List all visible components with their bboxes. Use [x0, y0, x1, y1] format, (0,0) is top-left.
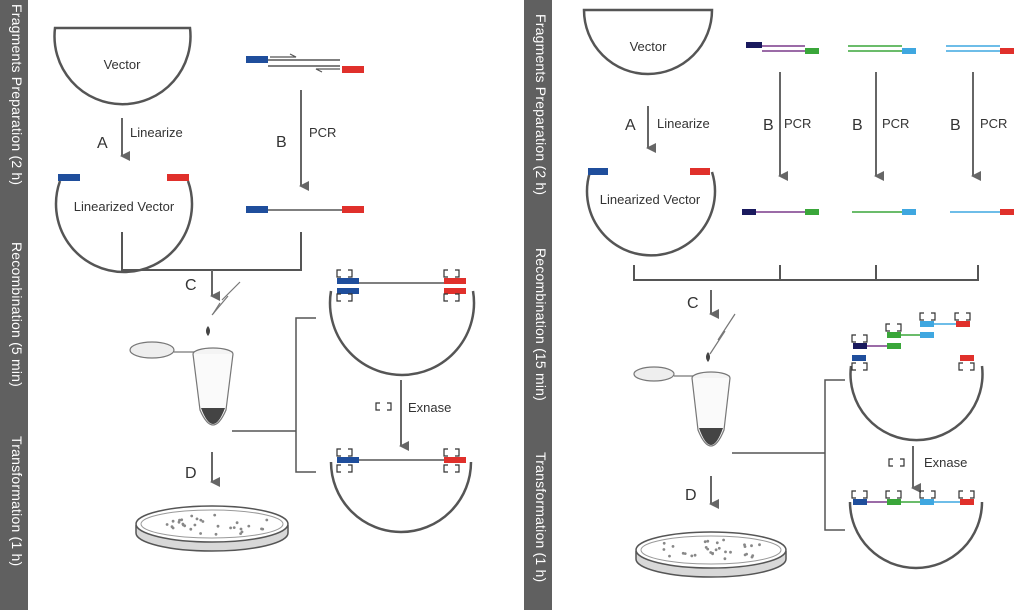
colony-dot	[724, 550, 727, 554]
colony-dot	[723, 557, 727, 561]
linearize-label-multi: Linearize	[657, 116, 710, 131]
pcr-template-2	[848, 45, 916, 54]
colony-dot	[743, 553, 747, 557]
step-a-label: A	[97, 135, 108, 152]
colony-dot	[235, 521, 239, 525]
step-c-label-multi: C	[687, 295, 699, 312]
colonies	[165, 513, 761, 561]
colony-dot	[261, 527, 265, 531]
pcr1-label: PCR	[784, 116, 811, 131]
colony-dot	[171, 526, 175, 530]
colony-dot	[750, 544, 753, 548]
colony-dot	[193, 523, 197, 527]
colony-dot	[751, 554, 755, 557]
step-c-label: C	[185, 277, 197, 294]
right-stage-sidebar: Fragments Preparation (2 h) Recombinatio…	[524, 0, 552, 610]
colony-dot	[165, 523, 169, 526]
pcr-template-3	[946, 45, 1014, 54]
colony-dot	[706, 539, 710, 543]
colony-dot	[693, 553, 697, 557]
colony-dot	[662, 548, 666, 551]
colony-dot	[181, 523, 185, 527]
step-b3-label: B	[950, 117, 961, 134]
colony-dot	[706, 547, 710, 551]
colony-dot	[247, 524, 251, 528]
step-d-label: D	[185, 465, 197, 482]
colony-dot	[715, 541, 719, 545]
vector-shape	[53, 26, 192, 106]
colony-dot	[729, 550, 732, 554]
colony-dot	[190, 514, 194, 518]
step-b-label: B	[276, 134, 287, 151]
linearized-vector-label: Linearized Vector	[74, 199, 175, 214]
colony-dot	[199, 518, 203, 522]
colony-dot	[171, 519, 175, 523]
pcr3-label: PCR	[980, 116, 1007, 131]
step-d-label-multi: D	[685, 487, 697, 504]
colony-dot	[683, 552, 687, 555]
colony-dot	[229, 526, 233, 530]
petri-dish	[135, 505, 289, 552]
pcr-template-1	[746, 42, 819, 54]
colony-dot	[180, 518, 184, 522]
colony-dot	[189, 527, 193, 531]
colony-dot	[690, 554, 694, 558]
colony-dot	[743, 545, 747, 548]
linearized-vector-shape	[54, 180, 194, 274]
step-b1-label: B	[763, 117, 774, 134]
exnase-label-multi: Exnase	[924, 455, 967, 470]
left-panel: Vector A Linearize Linearized Vector B P…	[53, 26, 476, 552]
colony-dot	[216, 524, 220, 528]
colony-dot	[717, 546, 721, 550]
tube-illustration-multi	[633, 313, 736, 447]
step-b2-label: B	[852, 117, 863, 134]
linearize-label: Linearize	[130, 125, 183, 140]
pcr2-label: PCR	[882, 116, 909, 131]
vector-end-blue	[58, 174, 80, 181]
linearized-vector-label-multi: Linearized Vector	[600, 192, 701, 207]
colony-dot	[232, 526, 236, 529]
colony-dot	[711, 552, 714, 556]
vector-shape-multi	[582, 8, 714, 76]
colony-dot	[239, 527, 243, 531]
colony-dot	[195, 517, 199, 521]
colony-dot	[671, 545, 675, 548]
petri-dish-multi	[635, 531, 787, 578]
colony-dot	[668, 554, 671, 558]
colony-dot	[722, 538, 725, 542]
vector-label-multi: Vector	[630, 39, 668, 54]
pcr-label: PCR	[309, 125, 336, 140]
colony-dot	[758, 543, 761, 547]
colony-dot	[199, 532, 203, 535]
colony-dot	[214, 532, 218, 536]
tube-illustration	[129, 281, 241, 426]
right-panel: Vector A Linearize Linearized Vector	[582, 8, 1014, 578]
vector-end-red	[167, 174, 189, 181]
colony-dot	[213, 513, 217, 517]
exnase-label: Exnase	[408, 400, 451, 415]
colony-dot	[714, 548, 718, 552]
vector-label: Vector	[104, 57, 142, 72]
step-a-label-multi: A	[625, 117, 636, 134]
colony-dot	[177, 520, 181, 524]
colony-dot	[703, 540, 707, 544]
left-stage-sidebar: Fragments Preparation (2 h) Recombinatio…	[0, 0, 28, 610]
colony-dot	[240, 530, 244, 534]
colony-dot	[201, 520, 205, 523]
colony-dot	[662, 541, 666, 545]
colony-dot	[265, 518, 269, 522]
